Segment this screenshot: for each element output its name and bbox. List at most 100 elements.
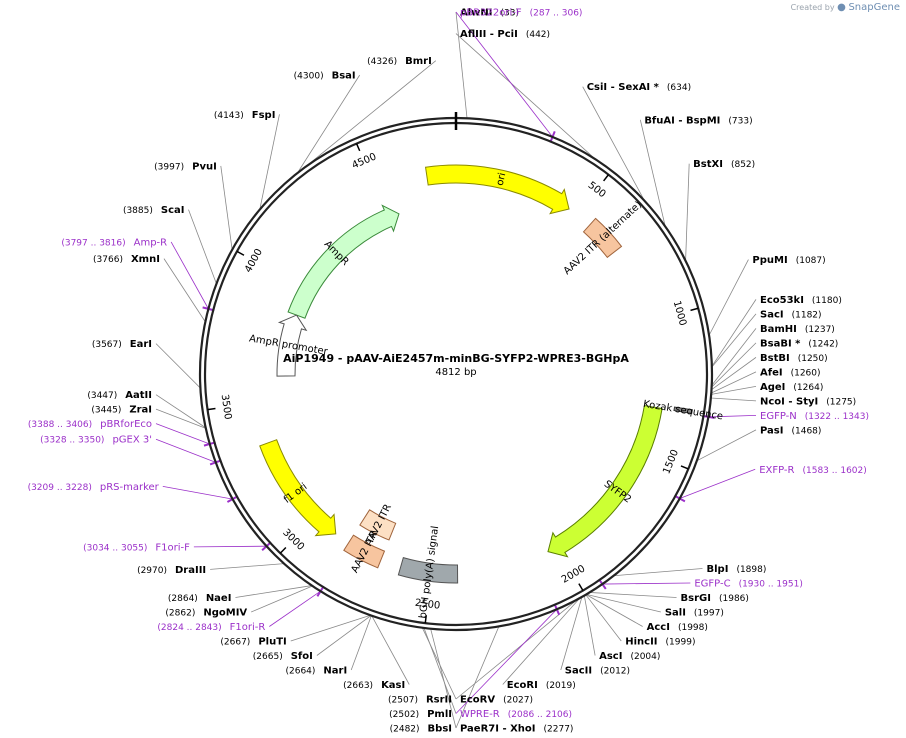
enzyme-position: (1898) bbox=[736, 565, 766, 575]
feature-bgh-poly-a-signal bbox=[397, 556, 459, 584]
leader-line bbox=[711, 299, 757, 367]
enzyme-site-bstxi[interactable]: BstXI(852) bbox=[693, 159, 755, 170]
enzyme-site-bfuai-bspmi[interactable]: BfuAI - BspMI(733) bbox=[644, 115, 752, 126]
enzyme-site-ngomiv[interactable]: NgoMIV(2862) bbox=[165, 608, 247, 619]
enzyme-position: (3766) bbox=[93, 255, 123, 265]
enzyme-position: (1468) bbox=[791, 426, 821, 436]
primer-site-egfp-c[interactable]: EGFP-C(1930 .. 1951) bbox=[694, 579, 803, 590]
enzyme-site-bamhi[interactable]: BamHI(1237) bbox=[760, 324, 835, 335]
enzyme-position: (3885) bbox=[123, 206, 153, 216]
enzyme-site-eari[interactable]: EarI(3567) bbox=[92, 339, 152, 350]
enzyme-name: AfeI bbox=[760, 367, 783, 378]
enzyme-site-draiii[interactable]: DraIII(2970) bbox=[137, 565, 206, 576]
enzyme-site-bsai[interactable]: BsaI(4300) bbox=[294, 71, 356, 82]
enzyme-site-pvui[interactable]: PvuI(3997) bbox=[154, 161, 217, 172]
enzyme-site-hincii[interactable]: HincII(1999) bbox=[625, 637, 695, 648]
enzyme-site-aatii[interactable]: AatII(3447) bbox=[87, 390, 152, 401]
primer-site-pbr322ori-f[interactable]: pBR322ori-F(287 .. 306) bbox=[460, 8, 582, 19]
enzyme-name: SacII bbox=[565, 666, 592, 677]
enzyme-site-bsrgi[interactable]: BsrGI(1986) bbox=[681, 593, 749, 604]
enzyme-name: DraIII bbox=[175, 565, 206, 576]
primer-name: EGFP-N bbox=[760, 411, 797, 422]
primer-position: (3209 .. 3228) bbox=[28, 483, 92, 493]
enzyme-site-eco53ki[interactable]: Eco53kI(1180) bbox=[760, 295, 842, 306]
feature-f1-ori bbox=[259, 439, 337, 537]
enzyme-site-agei[interactable]: AgeI(1264) bbox=[760, 382, 823, 393]
tick-mark bbox=[603, 174, 610, 182]
enzyme-position: (2004) bbox=[630, 652, 660, 662]
enzyme-site-paer7i-xhoi[interactable]: PaeR7I - XhoI(2277) bbox=[460, 724, 573, 735]
primer-position: (1322 .. 1343) bbox=[805, 412, 869, 422]
enzyme-site-alwni[interactable]: AlwNI(33) bbox=[460, 8, 519, 19]
enzyme-site-afliii-pcii[interactable]: AflIII - PciI(442) bbox=[460, 29, 550, 40]
leader-line bbox=[155, 343, 201, 389]
enzyme-site-fspi[interactable]: FspI(4143) bbox=[214, 110, 276, 121]
primer-site-wpre-r[interactable]: WPRE-R(2086 .. 2106) bbox=[460, 709, 572, 720]
leader-line bbox=[163, 258, 206, 323]
enzyme-site-pluti[interactable]: PluTI(2667) bbox=[220, 637, 286, 648]
feature-kozak-sequence bbox=[673, 406, 693, 415]
enzyme-site-zrai[interactable]: ZraI(3445) bbox=[91, 405, 152, 416]
leader-line bbox=[583, 595, 596, 656]
primer-site-pbrforeco[interactable]: pBRforEco(3388 .. 3406) bbox=[28, 419, 152, 430]
enzyme-site-blpi[interactable]: BlpI(1898) bbox=[707, 564, 767, 575]
leader-line bbox=[711, 357, 757, 391]
enzyme-site-bsabi[interactable]: BsaBI *(1242) bbox=[760, 338, 838, 349]
primer-name: pGEX 3' bbox=[112, 435, 152, 446]
enzyme-position: (1997) bbox=[694, 609, 724, 619]
primer-name: Amp-R bbox=[134, 237, 168, 248]
enzyme-site-afei[interactable]: AfeI(1260) bbox=[760, 367, 821, 378]
enzyme-site-sacii[interactable]: SacII(2012) bbox=[565, 666, 630, 677]
primer-site-pgex-3[interactable]: pGEX 3'(3328 .. 3350) bbox=[40, 435, 152, 446]
enzyme-site-saci[interactable]: SacI(1182) bbox=[760, 309, 822, 320]
leader-line bbox=[170, 241, 209, 310]
enzyme-position: (1998) bbox=[678, 623, 708, 633]
enzyme-name: SfoI bbox=[291, 651, 313, 662]
enzyme-site-bstbi[interactable]: BstBI(1250) bbox=[760, 353, 828, 364]
enzyme-position: (2027) bbox=[503, 696, 533, 706]
primer-position: (3797 .. 3816) bbox=[61, 238, 125, 248]
leader-line bbox=[210, 563, 285, 570]
enzyme-site-csii-sexai[interactable]: CsiI - SexAI *(634) bbox=[587, 82, 691, 93]
feature-ampr bbox=[287, 204, 400, 319]
enzyme-site-sali[interactable]: SalI(1997) bbox=[665, 608, 724, 619]
primer-site-f1ori-f[interactable]: F1ori-F(3034 .. 3055) bbox=[83, 542, 190, 553]
enzyme-name: EcoRV bbox=[460, 695, 495, 706]
primer-site-egfp-n[interactable]: EGFP-N (1322 .. 1343) bbox=[760, 411, 869, 422]
enzyme-position: (2482) bbox=[390, 725, 420, 735]
feature-aav2-itr bbox=[343, 534, 386, 569]
enzyme-site-ecorv[interactable]: EcoRV (2027) bbox=[460, 695, 533, 706]
tick-label: 2000 bbox=[560, 563, 588, 585]
enzyme-site-bbsi[interactable]: BbsI(2482) bbox=[390, 724, 452, 735]
enzyme-site-nari[interactable]: NarI(2664) bbox=[285, 666, 347, 677]
enzyme-site-scai[interactable]: ScaI(3885) bbox=[123, 205, 185, 216]
enzyme-site-bmri[interactable]: BmrI(4326) bbox=[367, 56, 432, 67]
enzyme-name: PasI bbox=[760, 425, 783, 436]
enzyme-site-ncoi-styi[interactable]: NcoI - StyI(1275) bbox=[760, 396, 856, 407]
enzyme-site-kasi[interactable]: KasI(2663) bbox=[343, 680, 405, 691]
tick-label: 4500 bbox=[350, 151, 378, 171]
enzyme-position: (1264) bbox=[793, 383, 823, 393]
enzyme-site-rsrii[interactable]: RsrII(2507) bbox=[388, 695, 452, 706]
tick-label: 500 bbox=[586, 180, 608, 200]
enzyme-position: (2862) bbox=[165, 609, 195, 619]
enzyme-site-pmli[interactable]: PmlI(2502) bbox=[389, 709, 452, 720]
enzyme-site-xmni[interactable]: XmnI(3766) bbox=[93, 254, 160, 265]
enzyme-site-acci[interactable]: AccI(1998) bbox=[647, 622, 708, 633]
leader-line bbox=[560, 596, 583, 671]
enzyme-name: AatII bbox=[125, 390, 152, 401]
leader-line bbox=[711, 328, 757, 386]
primer-site-prs-marker[interactable]: pRS-marker(3209 .. 3228) bbox=[28, 482, 160, 493]
enzyme-site-ppumi[interactable]: PpuMI(1087) bbox=[752, 255, 825, 266]
primer-site-amp-r[interactable]: Amp-R (3797 .. 3816) bbox=[61, 237, 167, 248]
enzyme-site-ecori[interactable]: EcoRI(2019) bbox=[507, 680, 576, 691]
tick-label: 2500 bbox=[414, 598, 441, 612]
enzyme-site-sfoi[interactable]: SfoI(2665) bbox=[253, 651, 313, 662]
enzyme-site-naei[interactable]: NaeI(2864) bbox=[168, 593, 232, 604]
enzyme-site-asci[interactable]: AscI(2004) bbox=[599, 651, 660, 662]
primer-site-f1ori-r[interactable]: F1ori-R(2824 .. 2843) bbox=[157, 622, 265, 633]
enzyme-site-pasi[interactable]: PasI (1468) bbox=[760, 425, 821, 436]
primer-site-exfp-r[interactable]: EXFP-R(1583 .. 1602) bbox=[759, 465, 867, 476]
leader-line bbox=[455, 33, 596, 160]
